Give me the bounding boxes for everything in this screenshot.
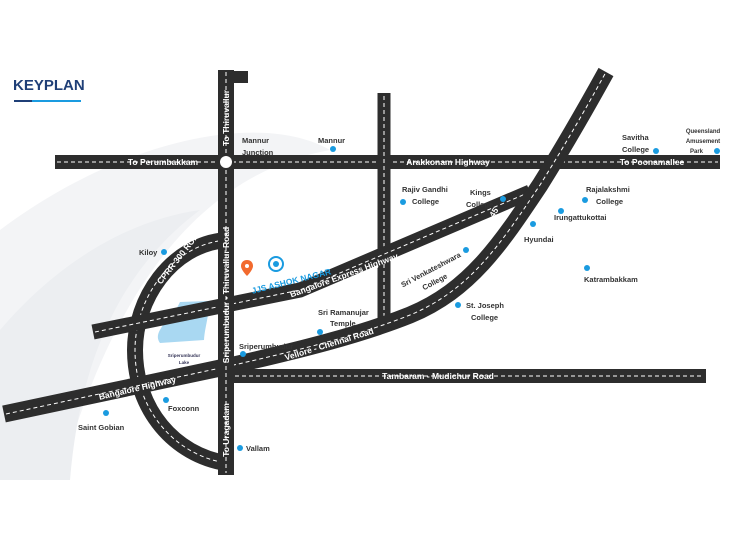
place-marker xyxy=(500,196,506,202)
place-marker xyxy=(240,351,246,357)
place-label: Katrambakkam xyxy=(584,275,638,284)
place-marker xyxy=(584,265,590,271)
place-marker xyxy=(653,148,659,154)
place-label: Junction xyxy=(242,148,274,157)
place-label: Irungattukottai xyxy=(554,213,607,222)
lake-label: Lake xyxy=(179,360,190,365)
title-underline-accent xyxy=(32,100,81,102)
place-label: College xyxy=(412,197,439,206)
place-label: Rajiv Gandhi xyxy=(402,185,448,194)
mannur-junction-roundabout xyxy=(220,156,232,168)
place-marker xyxy=(455,302,461,308)
road-label: To Perumbakkam xyxy=(128,157,199,167)
place-label: Hyundai xyxy=(524,235,554,244)
place-label: Savitha xyxy=(622,133,650,142)
place-marker xyxy=(163,397,169,403)
place-marker xyxy=(161,249,167,255)
road-label: Arakkonam Highway xyxy=(406,157,490,167)
place-label: Vallam xyxy=(246,444,270,453)
place-label: Sriperumbudur xyxy=(239,342,293,351)
place-label: Park xyxy=(690,149,704,155)
place-label: College xyxy=(466,200,493,209)
place-marker xyxy=(103,410,109,416)
place-marker xyxy=(237,445,243,451)
place-marker xyxy=(582,197,588,203)
place-marker xyxy=(714,148,720,154)
place-label: College xyxy=(471,313,498,322)
place-label: Temple xyxy=(330,319,356,328)
place-label: Queensland xyxy=(686,129,721,135)
road-bangalore-highway-45 xyxy=(2,67,614,423)
road-label: Tambaram - Mudichur Road xyxy=(382,371,494,381)
place-label: College xyxy=(622,145,649,154)
place-label: Saint Gobian xyxy=(78,423,125,432)
road-bangalore-express-highway xyxy=(91,185,533,340)
place-marker xyxy=(400,199,406,205)
place-label: College xyxy=(596,197,623,206)
place-marker xyxy=(330,146,336,152)
road-label: To Poonamallee xyxy=(620,157,685,167)
place-label: St. Joseph xyxy=(466,301,504,310)
road-label: To Thiruvallur xyxy=(221,89,231,146)
road-cprr-300 xyxy=(126,232,228,471)
lake-label: Sriperumbudur xyxy=(168,353,201,358)
keyplan-title: KEYPLAN xyxy=(13,77,85,94)
place-label: Rajalakshmi xyxy=(586,185,630,194)
place-label: Sri Ramanujar xyxy=(318,308,369,317)
place-label: Foxconn xyxy=(168,404,200,413)
place-label: Kings xyxy=(470,188,491,197)
place-marker xyxy=(463,247,469,253)
location-pin-icon xyxy=(241,260,253,276)
place-marker xyxy=(317,329,323,335)
place-label: Kiloy xyxy=(139,248,158,257)
place-label: Mannur xyxy=(242,136,269,145)
logo-icon xyxy=(268,256,284,272)
place-label: Amusement xyxy=(686,139,720,145)
place-label: Mannur xyxy=(318,136,345,145)
road-thiruvallur xyxy=(218,70,248,475)
title-underline xyxy=(14,100,32,102)
place-marker xyxy=(530,221,536,227)
road-label: To Uragadam xyxy=(221,403,231,457)
map-bottom-band xyxy=(0,480,737,535)
road-label: Sriperumbudur - Thiruvallur Road xyxy=(221,227,231,363)
place-marker xyxy=(558,208,564,214)
